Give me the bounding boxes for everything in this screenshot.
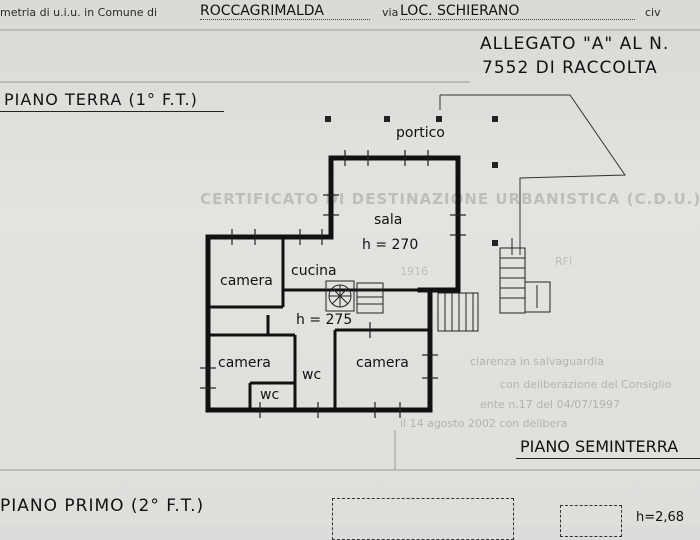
room-label-hall-height: h = 275 [296, 312, 353, 328]
floor-label-basement-underline [516, 458, 700, 459]
first-floor-height: h=2,68 [636, 510, 685, 525]
watermark-line3: RFI [555, 255, 573, 268]
annotation-line1: ALLEGATO "A" AL N. [480, 34, 670, 54]
room-label-wc-1: wc [302, 367, 322, 383]
room-label-sala: sala [374, 212, 403, 228]
portico-pillars [325, 116, 498, 246]
header-via-value: LOC. SCHIERANO [400, 3, 635, 20]
floor-label-ground: PIANO TERRA (1° F.T.) [4, 90, 198, 109]
first-floor-outline-left [332, 498, 514, 540]
room-label-camera-3: camera [356, 355, 409, 371]
floor-label-basement: PIANO SEMINTERRA [520, 437, 679, 456]
header-comune: ROCCAGRIMALDA [200, 3, 370, 20]
spiral-stair [325, 280, 355, 312]
watermark-line4: ciarenza in salvaguardia [470, 355, 604, 368]
watermark-line2: 1916 [400, 265, 428, 278]
room-label-sala-height: h = 270 [362, 237, 419, 253]
interior-walls [208, 237, 430, 410]
header-civ-label: civ [645, 6, 661, 19]
watermark-line5: con deliberazione del Consiglio [500, 378, 672, 391]
building-walls [205, 155, 461, 413]
header-prefix: metria di u.i.u. in Comune di [0, 6, 158, 19]
openings [200, 150, 466, 418]
watermark-line6: ente n.17 del 04/07/1997 [480, 398, 620, 411]
room-label-portico: portico [396, 125, 445, 141]
first-floor-outline-right [560, 505, 622, 537]
room-label-camera-1: camera [220, 273, 273, 289]
floor-plan-drawing [0, 29, 700, 471]
annotation-line2: 7552 DI RACCOLTA [482, 58, 658, 78]
header-via-label: via [382, 6, 399, 19]
form-grid-lines [0, 29, 700, 471]
room-label-cucina: cucina [291, 263, 337, 279]
room-label-wc-2: wc [260, 387, 280, 403]
stairs [356, 238, 551, 332]
floor-label-first: PIANO PRIMO (2° F.T.) [0, 496, 205, 516]
watermark-line7: il 14 agosto 2002 con delibera [400, 417, 568, 430]
room-label-camera-2: camera [218, 355, 271, 371]
floor-label-ground-underline [0, 111, 224, 112]
portico-outline [439, 94, 626, 255]
